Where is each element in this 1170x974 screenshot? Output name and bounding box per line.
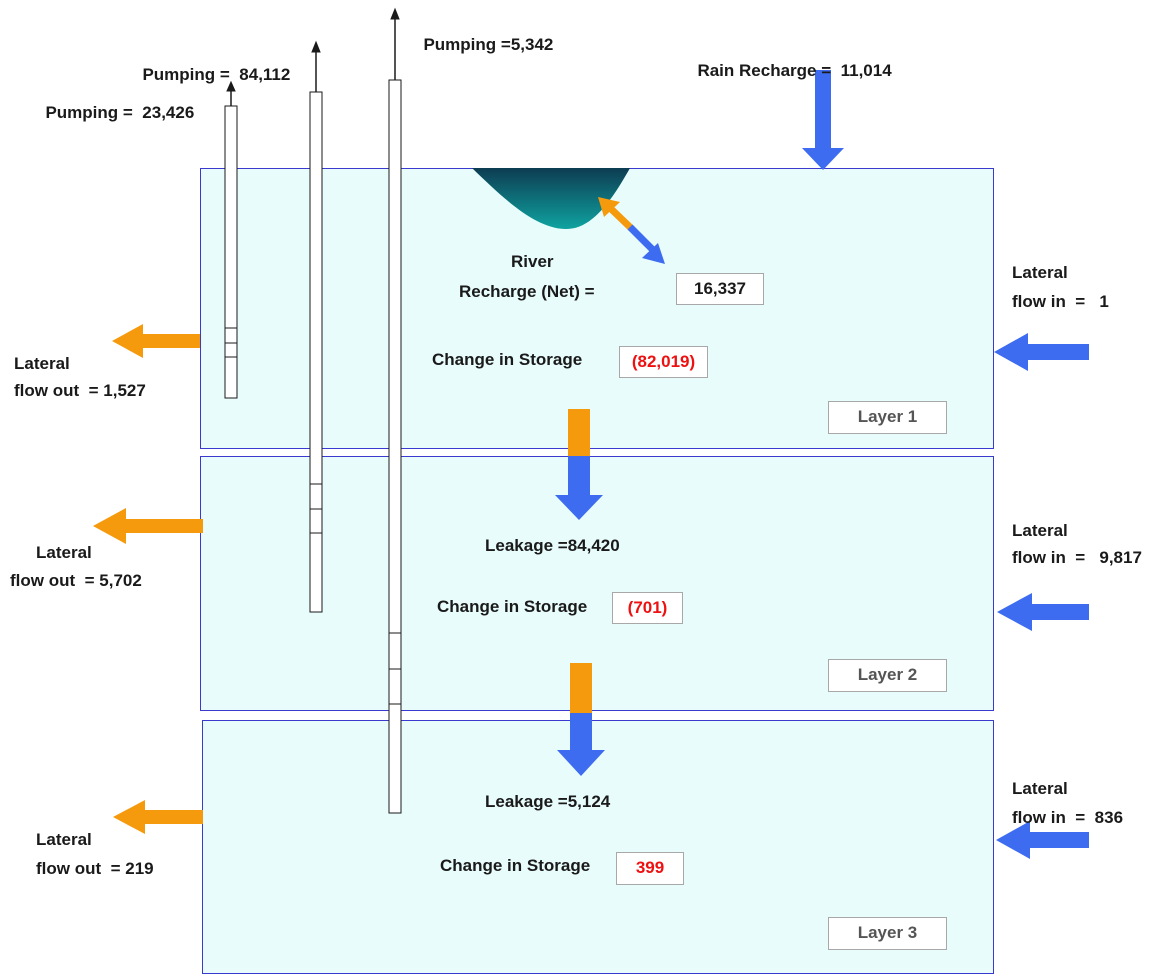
- pumping-2-arrow-icon: [311, 40, 321, 92]
- rain-recharge-arrow-icon: [802, 70, 844, 170]
- rain-recharge-label: Rain Recharge = 11,014: [697, 61, 892, 80]
- river-recharge-label-line1: River: [511, 252, 554, 271]
- well-3-casing: [388, 79, 402, 814]
- layer-1-inflow-arrow-icon: [994, 333, 1089, 371]
- river-channel-shape: [472, 168, 630, 230]
- layer-3-storage-label: Change in Storage: [440, 856, 591, 875]
- layer-2-inflow-arrow-icon: [997, 593, 1089, 631]
- layer-1-name-box: Layer 1: [828, 401, 947, 434]
- layer-3-storage-value-box: 399: [616, 852, 684, 885]
- layer-1-outflow-label-line1: Lateral: [14, 354, 70, 373]
- layer-2-outflow-arrow-icon: [93, 508, 203, 544]
- layer-3-inflow-arrow-icon: [996, 821, 1089, 859]
- well-1-casing: [224, 105, 238, 399]
- layer-3-outflow-label-line2: flow out = 219: [36, 859, 154, 878]
- leakage-1-2-arrow-icon: [555, 409, 603, 520]
- pumping-2-label: Pumping = 84,112: [142, 65, 291, 84]
- layer-1-inflow-label-line1: Lateral: [1012, 263, 1068, 282]
- layer-2-outflow-label-line2: flow out = 5,702: [10, 571, 142, 590]
- layer-2-leakage-label: Leakage =84,420: [485, 536, 620, 555]
- layer-2-outflow-label-line1: Lateral: [36, 543, 92, 562]
- layer-2-storage-label: Change in Storage: [437, 597, 588, 616]
- river-exchange-arrow-icon: [598, 197, 665, 264]
- layer-3-outflow-arrow-icon: [113, 800, 203, 834]
- layer-3-inflow-label-line1: Lateral: [1012, 779, 1068, 798]
- layer-3-inflow-label-line2: flow in = 836: [1012, 808, 1124, 827]
- leakage-2-3-arrow-icon: [557, 663, 605, 776]
- pumping-1-arrow-icon: [226, 80, 236, 106]
- layer-1-storage-value-box: (82,019): [619, 346, 708, 378]
- layer-3-leakage-label: Leakage =5,124: [485, 792, 611, 811]
- layer-3-name-box: Layer 3: [828, 917, 947, 950]
- layer-2-name-box: Layer 2: [828, 659, 947, 692]
- river-recharge-label-line2: Recharge (Net) =: [459, 282, 595, 301]
- layer-2-inflow-label-line1: Lateral: [1012, 521, 1068, 540]
- well-2-casing: [309, 91, 323, 613]
- pumping-3-arrow-icon: [390, 7, 400, 80]
- pumping-3-label: Pumping =5,342: [423, 35, 554, 54]
- river-recharge-value-box: 16,337: [676, 273, 764, 305]
- pumping-1-label: Pumping = 23,426: [45, 103, 195, 122]
- layer-1-inflow-label-line2: flow in = 1: [1012, 292, 1109, 311]
- layer-1-outflow-arrow-icon: [112, 324, 200, 358]
- layer-1-outflow-label-line2: flow out = 1,527: [14, 381, 146, 400]
- layer-2-inflow-label-line2: flow in = 9,817: [1012, 548, 1142, 567]
- layer-3-outflow-label-line1: Lateral: [36, 830, 92, 849]
- layer-2-storage-value-box: (701): [612, 592, 683, 624]
- layer-1-storage-label: Change in Storage: [432, 350, 583, 369]
